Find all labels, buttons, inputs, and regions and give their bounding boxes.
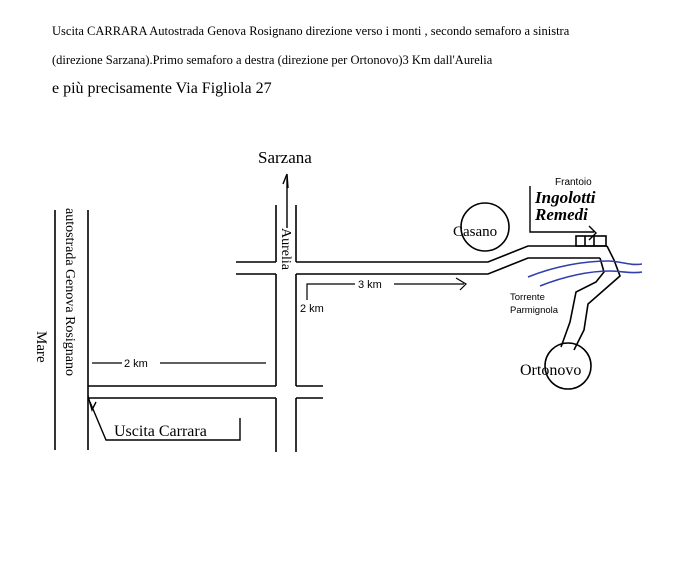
ortonovo-marker <box>544 342 592 390</box>
torrente-label: Torrente <box>510 292 545 303</box>
autostrada-road <box>54 210 89 450</box>
sarzana-arrow-icon <box>282 173 289 228</box>
ortonovo-label: Ortonovo <box>520 362 581 379</box>
torrente-parmignola-stream <box>527 260 643 287</box>
frantoio-building-icon <box>575 235 607 247</box>
distance-2km-horizontal-label: 2 km <box>124 358 148 370</box>
ortonovo-road <box>560 245 621 351</box>
brand-ingolotti: Ingolotti <box>534 188 596 207</box>
directions-line-1: Uscita CARRARA Autostrada Genova Rosigna… <box>52 24 570 38</box>
distance-2km-vertical-label: 2 km <box>300 303 324 315</box>
directions-line-2: (direzione Sarzana).Primo semaforo a des… <box>52 53 493 67</box>
distance-3km-label: 3 km <box>358 279 382 291</box>
brand-remedi: Remedi <box>534 205 588 224</box>
frantoio-label-box <box>529 186 597 241</box>
aurelia-label: Aurelia <box>278 228 293 271</box>
main-road-east <box>236 245 607 275</box>
sarzana-label: Sarzana <box>258 148 312 167</box>
casano-label: Casano <box>453 224 497 240</box>
frantoio-label: Frantoio <box>555 177 592 188</box>
aurelia-road <box>275 205 297 452</box>
autostrada-label: autostrada Genova Rosignano <box>62 208 77 376</box>
parmignola-label: Parmignola <box>510 305 559 316</box>
distance-3km-arrow <box>306 277 467 300</box>
mare-label: Mare <box>33 331 49 363</box>
directions-line-3: e più precisamente Via Figliola 27 <box>52 80 272 97</box>
exit-ramp-arrow <box>87 395 241 441</box>
exit-connector-road <box>88 385 323 399</box>
uscita-carrara-label: Uscita Carrara <box>114 423 207 440</box>
casano-marker <box>460 202 510 252</box>
